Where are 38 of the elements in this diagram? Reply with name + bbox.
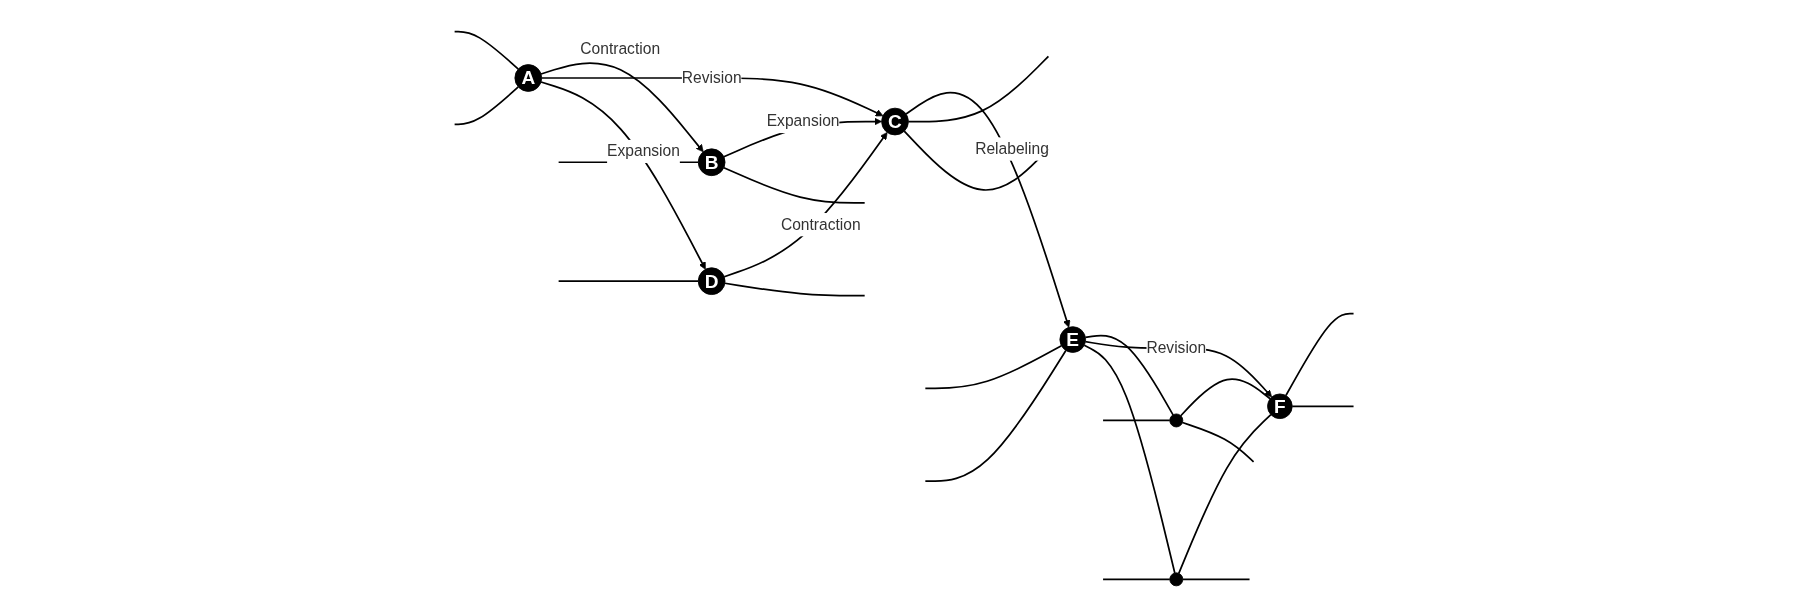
node-circle: A — [514, 64, 543, 92]
connector — [903, 130, 1050, 191]
connector — [1178, 413, 1273, 575]
connector — [924, 349, 1068, 482]
node-circle: E — [1059, 326, 1087, 353]
connector — [1102, 578, 1172, 581]
edge-label: Expansion — [767, 112, 840, 130]
connector — [723, 166, 866, 204]
arrow — [723, 132, 888, 278]
edge-label: Revision — [1146, 339, 1207, 357]
node-circle — [1169, 572, 1184, 587]
edge-label: Contraction — [580, 39, 661, 58]
node-circle: C — [881, 107, 910, 136]
arrow — [905, 91, 1071, 328]
arrow — [540, 62, 704, 153]
edge-label: Contraction — [781, 215, 862, 233]
node-circle: B — [698, 148, 726, 177]
connector — [558, 280, 700, 283]
connector — [1291, 405, 1355, 408]
connector — [1182, 421, 1255, 463]
connector — [1102, 419, 1172, 422]
connector — [1084, 334, 1175, 416]
connector — [1285, 312, 1355, 397]
connector — [724, 282, 866, 297]
edge-label: Expansion — [607, 142, 681, 160]
connector — [924, 344, 1063, 390]
connector — [1182, 578, 1251, 581]
connector — [907, 55, 1050, 123]
edge-label: Relabeling — [975, 139, 1050, 158]
connector — [1180, 378, 1272, 417]
arrow — [540, 81, 707, 270]
connector — [454, 86, 520, 126]
connector — [454, 30, 520, 70]
connector — [1083, 344, 1177, 574]
edge-label: Revision — [682, 68, 742, 87]
node-circle — [1169, 413, 1184, 428]
node-circle: D — [698, 267, 726, 295]
node-circle: F — [1267, 393, 1294, 420]
